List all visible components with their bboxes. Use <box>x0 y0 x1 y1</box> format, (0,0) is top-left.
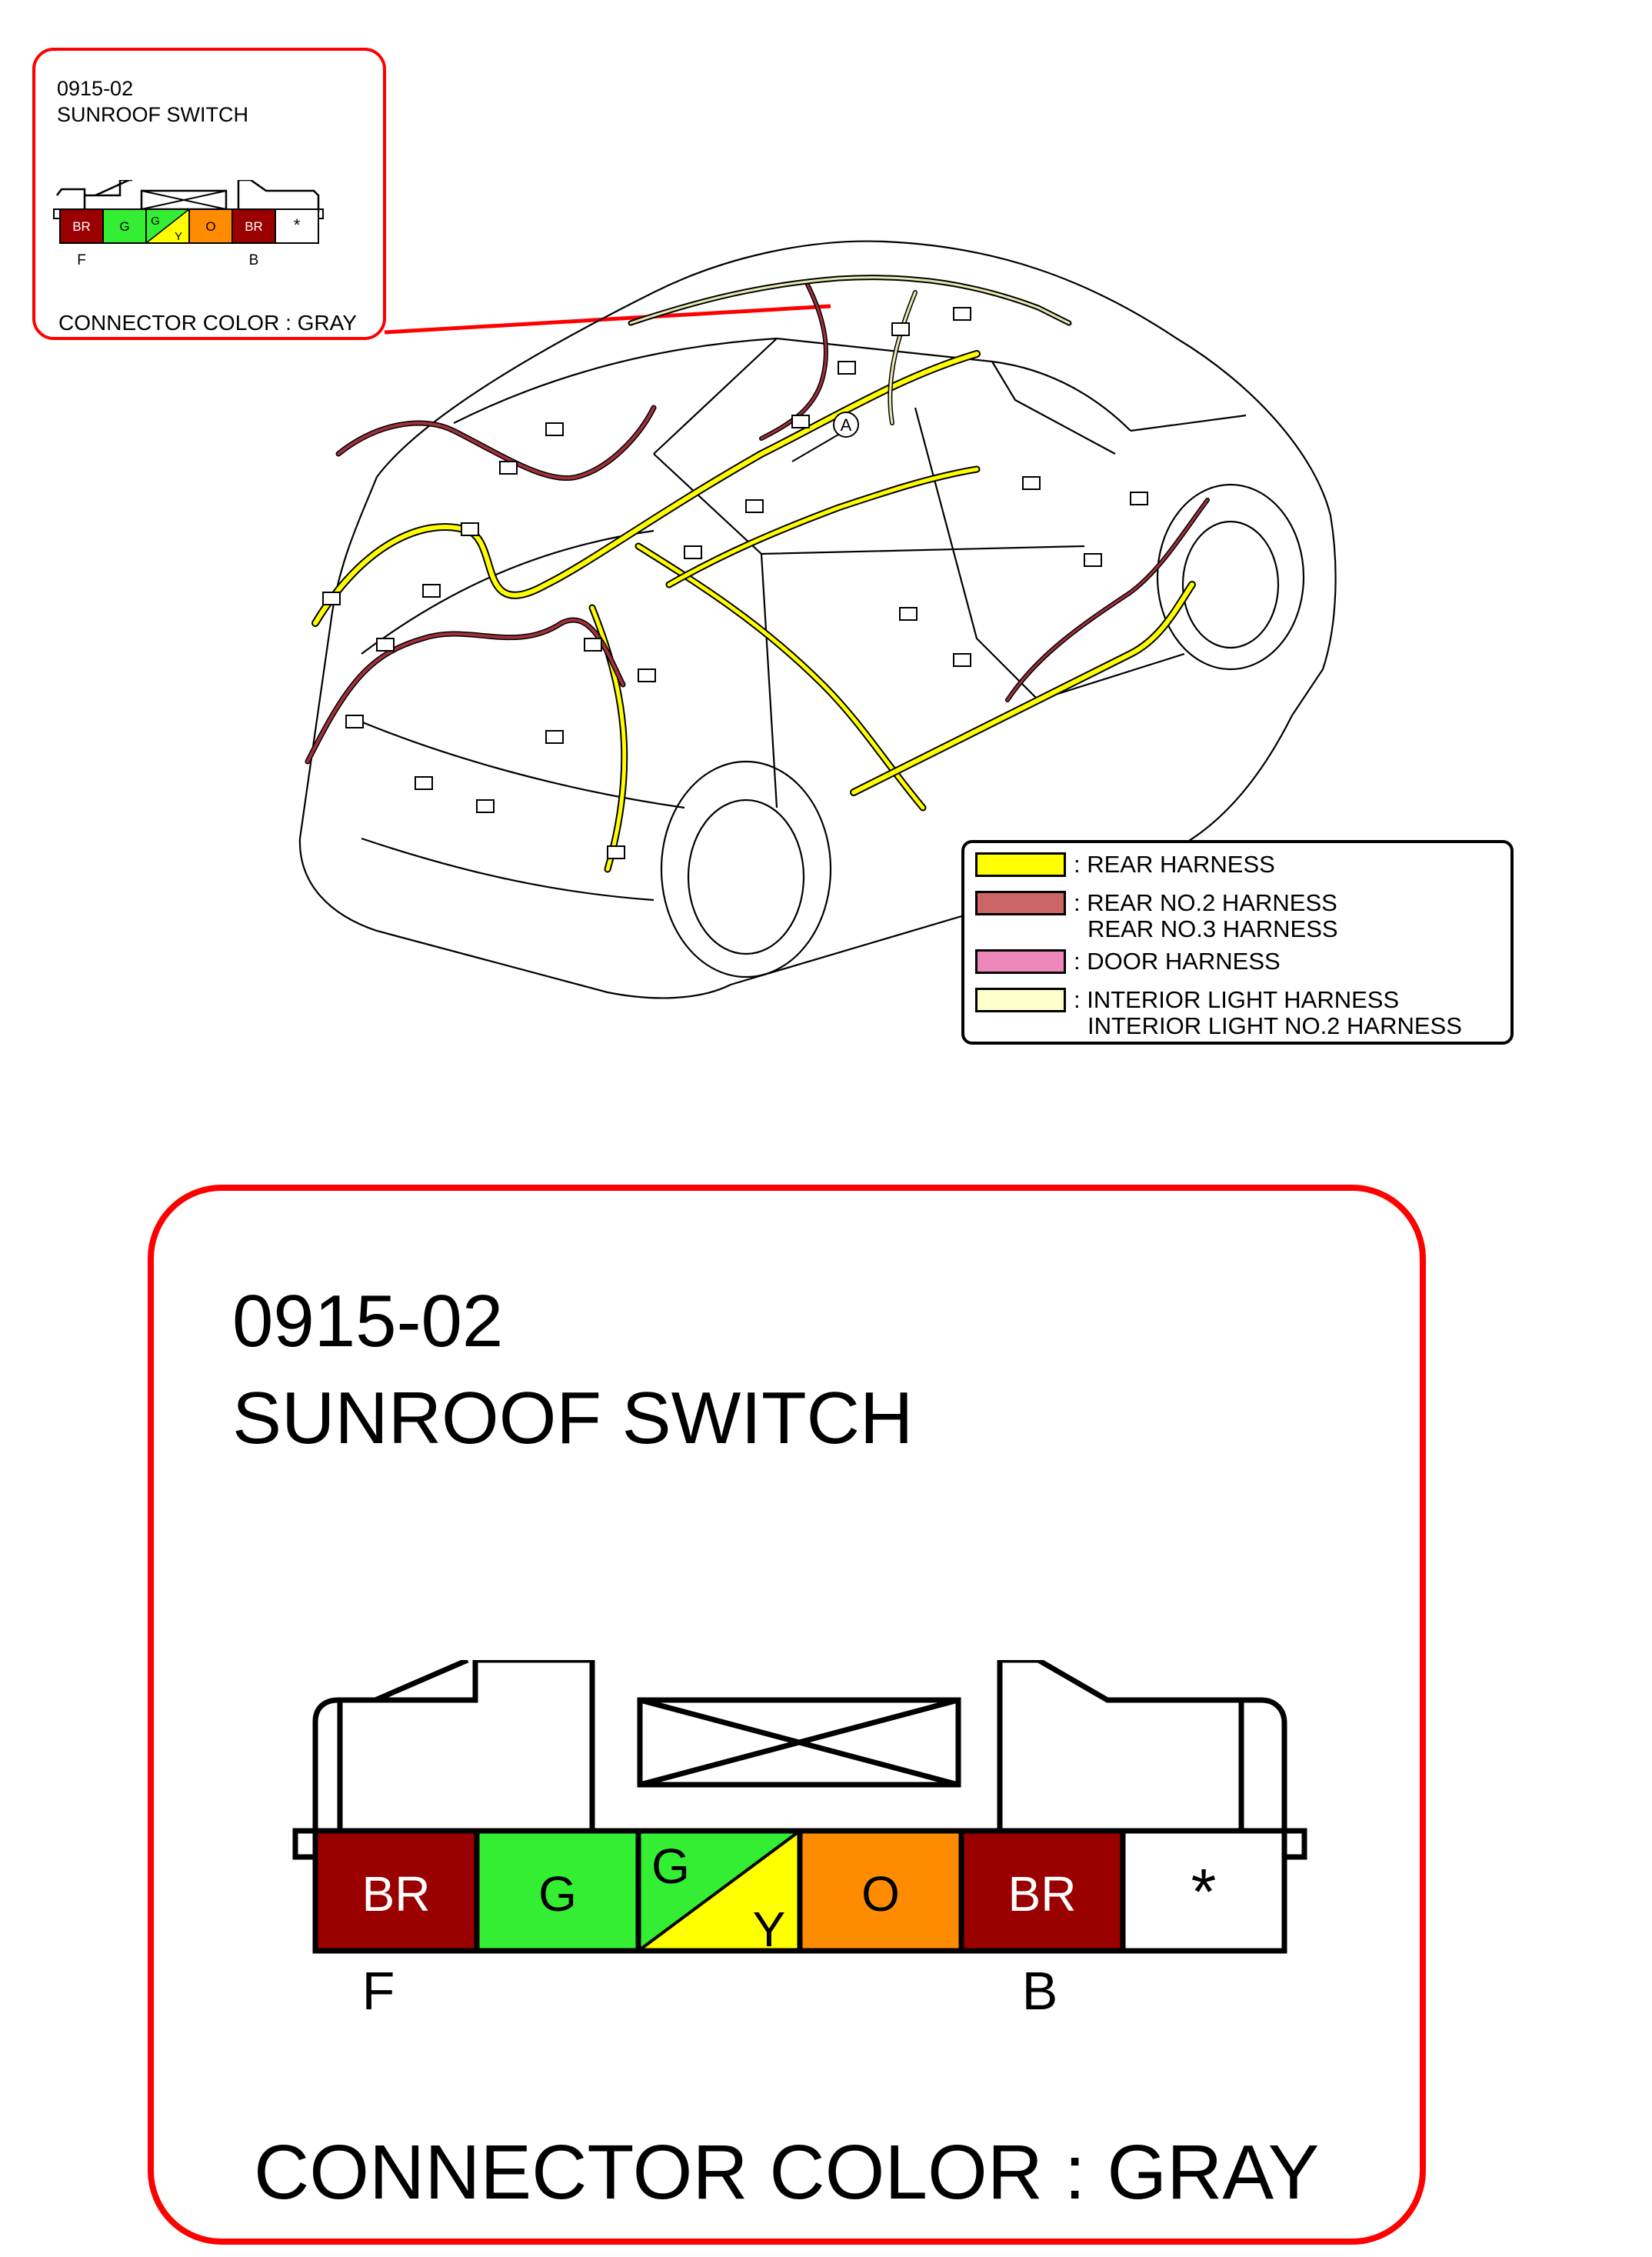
pin-6-label: * <box>1191 1855 1217 1928</box>
pin-3-bottom-label: Y <box>753 1902 786 1957</box>
small-connector-callout: 0915-02 SUNROOF SWITCH BR G G Y O BR * F… <box>32 48 386 340</box>
small-pin-2-label: G <box>119 219 129 234</box>
pin-2-label: G <box>538 1866 577 1922</box>
small-pin-4-label: O <box>205 219 215 234</box>
connector-code: 0915-02 <box>232 1280 504 1362</box>
small-label-f: F <box>77 252 86 268</box>
pin-3-top-label: G <box>651 1839 690 1894</box>
pin-1 <box>312 1828 480 1954</box>
pin-label-f: F <box>361 1961 395 2021</box>
legend-swatch-door-harness <box>975 949 1066 974</box>
callout-marker-a: A <box>791 412 859 462</box>
pin-5-label: BR <box>1008 1866 1077 1922</box>
small-pin-3-top-label: G <box>151 215 160 228</box>
vehicle-harness-illustration: A <box>298 240 1337 999</box>
small-connector-code: 0915-02 <box>57 77 134 100</box>
callout-marker-a-label: A <box>841 415 852 435</box>
legend-label-door-harness: : DOOR HARNESS <box>1074 948 1281 975</box>
pin-2 <box>474 1828 641 1954</box>
legend-label-rear-no3-harness: REAR NO.3 HARNESS <box>1087 915 1338 942</box>
legend-swatch-interior-light-harness <box>975 988 1066 1012</box>
callout-leader-line <box>384 304 831 335</box>
small-connector-face: BR G G Y O BR * F B <box>53 180 324 268</box>
small-pin-5-label: BR <box>245 219 263 234</box>
small-pin-3-bottom-label: Y <box>175 230 182 243</box>
legend-swatch-rear-no2-harness <box>975 891 1066 915</box>
connector-name: SUNROOF SWITCH <box>232 1377 914 1459</box>
legend-label-rear-no2-harness: : REAR NO.2 HARNESS <box>1074 889 1337 916</box>
connector-color-label: CONNECTOR COLOR : GRAY <box>254 2129 1320 2215</box>
small-connector-color: CONNECTOR COLOR : GRAY <box>58 311 357 335</box>
small-pin-1-label: BR <box>72 219 91 234</box>
harness-connectors <box>322 307 1148 859</box>
large-connector-callout: 0915-02 SUNROOF SWITCH <box>148 1185 1426 2245</box>
legend-label-interior-light-no2-harness: INTERIOR LIGHT NO.2 HARNESS <box>1087 1012 1462 1039</box>
pin-6 <box>1120 1828 1287 1954</box>
small-pin-6-label: * <box>294 215 301 235</box>
legend-label-rear-harness: : REAR HARNESS <box>1074 851 1275 878</box>
pin-4 <box>797 1828 964 1954</box>
small-label-b: B <box>249 252 259 268</box>
interior-light-harness-wires <box>628 275 1072 425</box>
harness-legend: : REAR HARNESS : REAR NO.2 HARNESS REAR … <box>961 840 1514 1045</box>
legend-label-interior-light-harness: : INTERIOR LIGHT HARNESS <box>1074 986 1400 1013</box>
pin-label-b: B <box>1021 1961 1058 2021</box>
legend-swatch-rear-harness <box>975 852 1066 877</box>
connector-pins <box>312 1828 1287 1954</box>
pin-1-label: BR <box>362 1866 431 1922</box>
pin-4-label: O <box>861 1866 900 1922</box>
small-connector-name: SUNROOF SWITCH <box>57 103 248 126</box>
rear-harness-wires <box>311 350 1196 873</box>
connector-face-diagram: BR G G Y O BR * <box>292 1660 1307 1957</box>
connector-housing-outline <box>292 1660 1307 1860</box>
